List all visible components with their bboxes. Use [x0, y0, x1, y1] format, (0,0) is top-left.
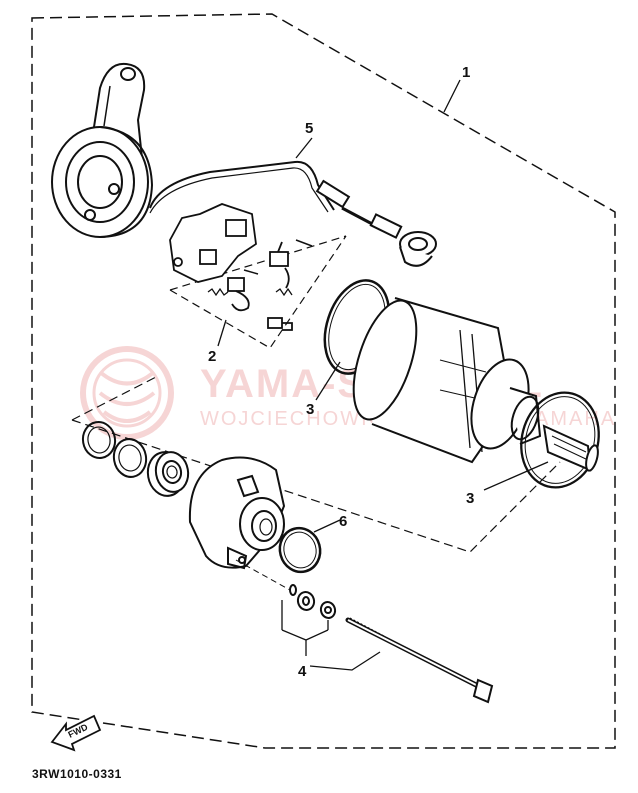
callout-4: 4	[298, 663, 307, 680]
lead-cable	[149, 160, 437, 267]
internal-parts-boundary	[71, 375, 561, 553]
callout-1: 1	[462, 64, 470, 81]
callout-6: 6	[339, 513, 347, 530]
reference-code: 3RW1010-0331	[32, 767, 122, 781]
through-bolt-set	[235, 559, 494, 704]
callout-2: 2	[208, 348, 216, 365]
callout-5: 5	[305, 120, 313, 137]
forward-arrow-icon: FWD	[50, 714, 102, 752]
assembly-boundary	[31, 13, 616, 749]
watermark-logo-icon	[80, 346, 174, 440]
leader-lines	[217, 79, 549, 533]
washers-bearing	[81, 421, 190, 497]
callout-3-lower: 3	[466, 490, 474, 507]
yoke-housing	[323, 279, 542, 464]
brush-holder-set	[169, 203, 347, 349]
callout-3-upper: 3	[306, 401, 314, 418]
rear-end-cover	[188, 456, 286, 570]
end-cover-oring	[278, 526, 322, 574]
output-shaft	[520, 391, 600, 489]
front-cover-bracket	[51, 62, 154, 238]
